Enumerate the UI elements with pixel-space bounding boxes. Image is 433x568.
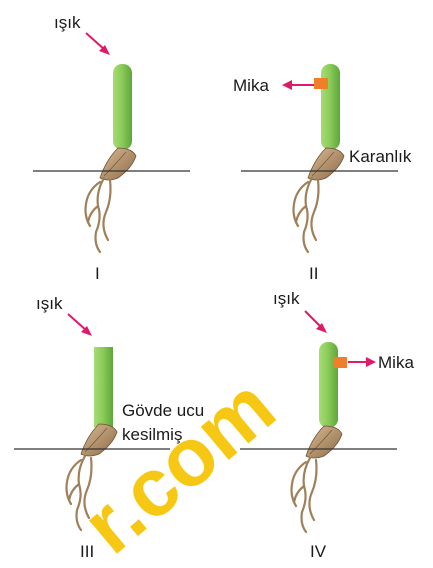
roots <box>292 176 320 254</box>
panel-label: II <box>309 264 318 283</box>
light-arrow <box>67 313 92 336</box>
coleoptile-cut <box>94 347 113 427</box>
seed <box>305 425 343 459</box>
panel-iv: ışık Mika IV <box>240 289 414 561</box>
coleoptile <box>319 342 338 428</box>
light-arrow <box>304 310 327 333</box>
mica-arrow <box>348 357 376 367</box>
light-label: ışık <box>36 294 63 313</box>
seed <box>99 147 137 181</box>
light-label: ışık <box>273 289 300 308</box>
panel-i: ışık I <box>33 13 190 283</box>
coleoptile <box>113 64 132 150</box>
roots <box>84 176 112 254</box>
mica-label: Mika <box>378 353 414 372</box>
roots <box>290 456 318 534</box>
condition-label: Karanlık <box>349 147 412 166</box>
panel-ii: Mika Karanlık II <box>233 64 412 283</box>
panel-label: I <box>95 264 100 283</box>
light-arrow <box>85 32 110 55</box>
condition-label: kesilmiş <box>122 425 182 444</box>
mica-plate <box>314 78 328 89</box>
condition-label: Gövde ucu <box>122 401 204 420</box>
roots <box>65 454 93 532</box>
seed <box>80 423 118 457</box>
panel-label: III <box>80 542 94 561</box>
light-label: ışık <box>54 13 81 32</box>
panel-label: IV <box>310 542 327 561</box>
coleoptile <box>321 64 340 150</box>
mica-label: Mika <box>233 76 269 95</box>
mica-arrow <box>282 80 314 90</box>
panel-iii: ışık Gövde ucu kesilmiş III <box>14 294 204 561</box>
seed <box>307 147 345 181</box>
mica-plate <box>333 357 347 368</box>
